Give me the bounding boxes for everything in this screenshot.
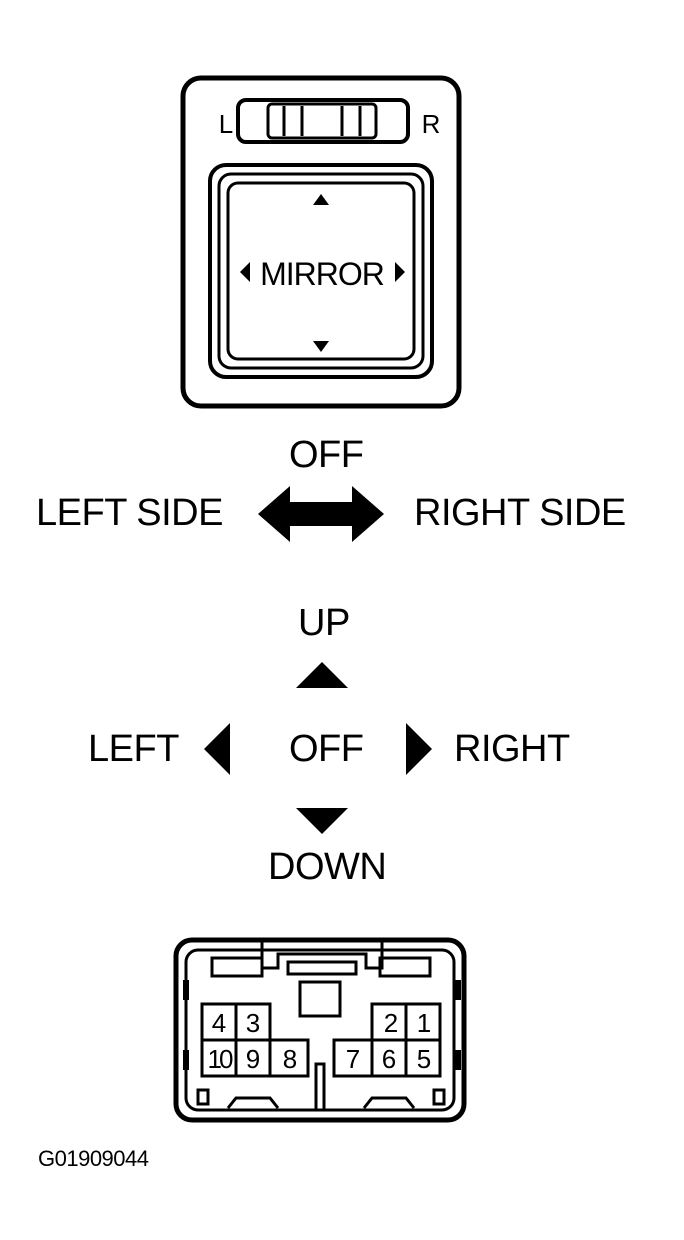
- mirror-adjust-button[interactable]: [208, 163, 434, 379]
- direction-off-label: OFF: [289, 728, 364, 770]
- double-arrow-icon: [258, 486, 384, 542]
- connector-latch: [260, 942, 384, 970]
- up-arrow-icon: [296, 662, 348, 688]
- pin-3: 3: [246, 1008, 260, 1038]
- lr-selector-slot: [236, 98, 410, 144]
- direction-right-label: RIGHT: [454, 728, 570, 770]
- pin-1: 1: [417, 1008, 431, 1038]
- button-down-arrow-icon: [313, 341, 329, 352]
- pin-8: 8: [283, 1044, 297, 1074]
- down-arrow-icon: [296, 808, 348, 834]
- pin-5: 5: [417, 1044, 431, 1074]
- pin-7: 7: [346, 1044, 360, 1074]
- pin-9: 9: [246, 1044, 260, 1074]
- right-arrow-icon: [406, 723, 432, 775]
- selector-left-side-label: LEFT SIDE: [36, 492, 223, 534]
- mirror-switch: L R MIRROR: [180, 75, 462, 409]
- direction-up-label: UP: [298, 602, 350, 644]
- pin-4: 4: [212, 1008, 226, 1038]
- selector-right-side-label: RIGHT SIDE: [414, 492, 626, 534]
- switch-right-label: R: [422, 109, 441, 139]
- connector: 4 3 10 9 8 2 1 7 6 5: [173, 937, 467, 1123]
- direction-down-label: DOWN: [268, 846, 387, 888]
- button-label: MIRROR: [260, 256, 384, 292]
- pin-grid-left: [200, 1002, 310, 1078]
- selector-off-label: OFF: [289, 434, 364, 476]
- button-up-arrow-icon: [313, 194, 329, 205]
- left-arrow-icon: [204, 723, 230, 775]
- figure-id: G01909044: [38, 1146, 149, 1171]
- connector-housing: [173, 937, 467, 1123]
- pin-10: 10: [208, 1044, 233, 1074]
- button-left-arrow-icon: [240, 262, 250, 282]
- lr-selector-knob[interactable]: [266, 102, 378, 140]
- pin-grid-right: [332, 1002, 442, 1078]
- switch-left-label: L: [219, 109, 233, 139]
- button-right-arrow-icon: [395, 262, 405, 282]
- switch-housing: [180, 75, 462, 409]
- pin-6: 6: [382, 1044, 396, 1074]
- direction-left-label: LEFT: [88, 728, 179, 770]
- pin-2: 2: [384, 1008, 398, 1038]
